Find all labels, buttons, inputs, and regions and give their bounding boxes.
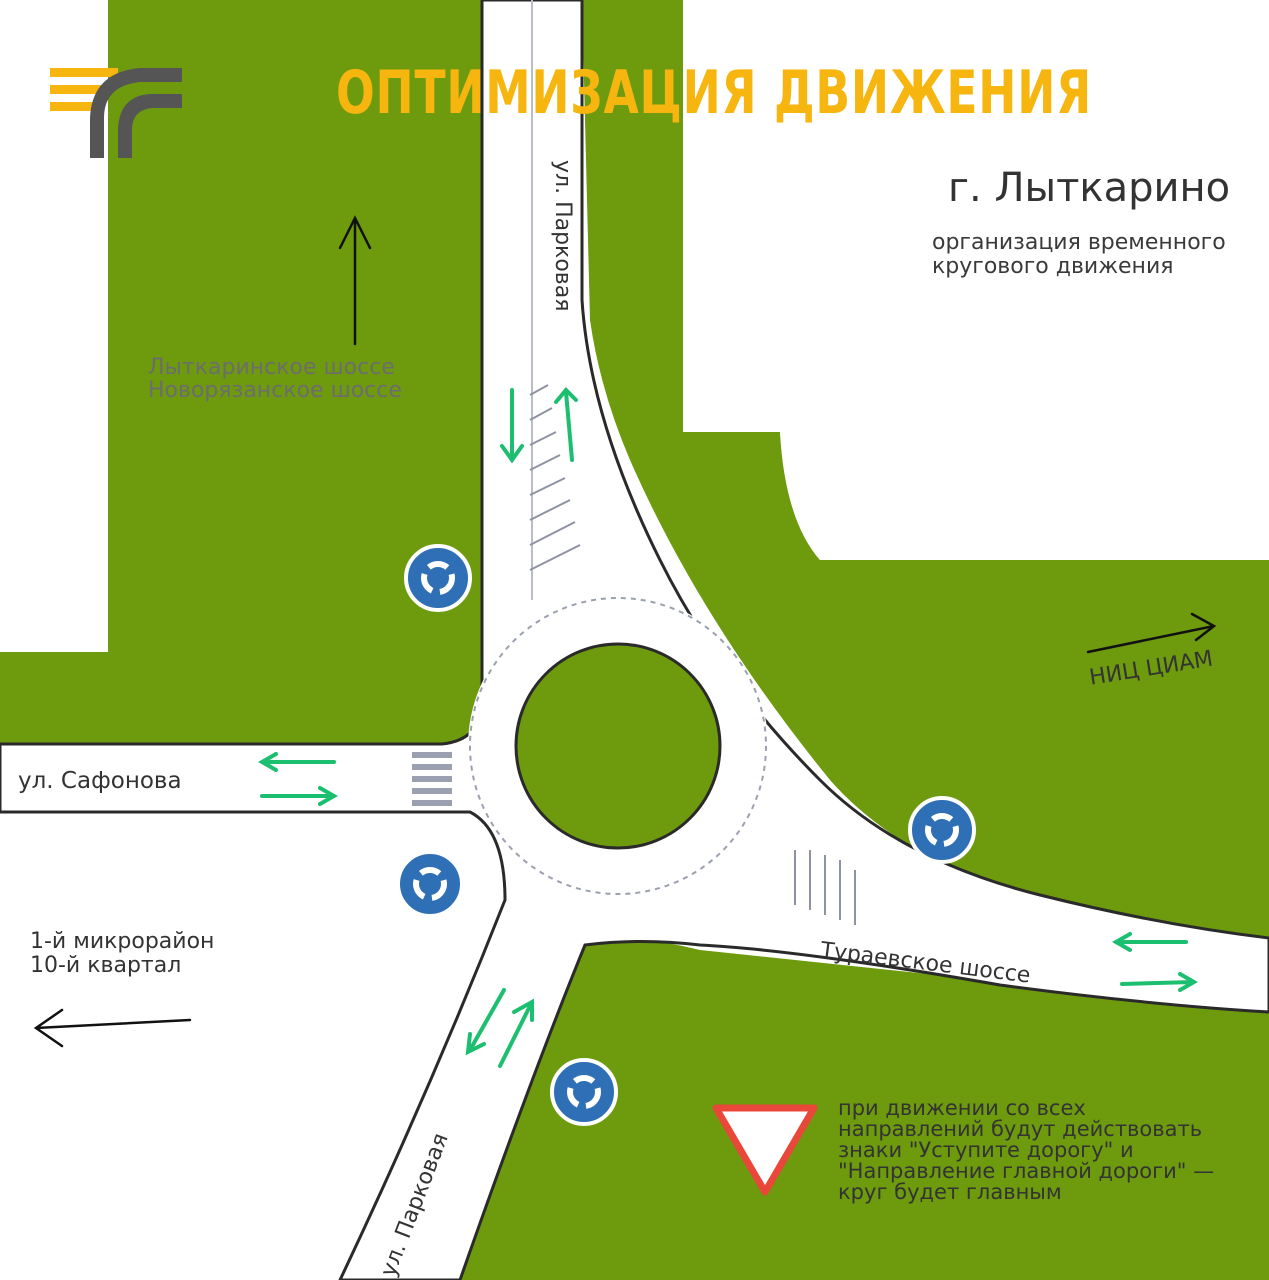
note-line: направлений будут действовать — [838, 1117, 1203, 1141]
destination-line: Новорязанское шоссе — [148, 378, 402, 404]
road-logo-icon — [50, 68, 182, 158]
destination-arrows — [33, 215, 1217, 1048]
roundabout-sign-icon — [396, 850, 464, 918]
yield-sign-icon — [712, 1104, 818, 1196]
note-line: знаки "Уступите дорогу" и — [838, 1138, 1134, 1162]
yield-note: при движении со всех направлений будут д… — [838, 1098, 1258, 1203]
traffic-arrows — [257, 387, 1199, 1068]
crosswalk — [412, 752, 452, 806]
note-line: круг будет главным — [838, 1180, 1062, 1204]
destination-line: Лыткаринское шоссе — [148, 355, 395, 380]
roundabout-sign-icon — [404, 544, 472, 612]
roundabout-sign-icon — [550, 1058, 618, 1126]
destination-line: 1-й микрорайон — [30, 929, 215, 954]
subtitle-line: организация временного — [932, 230, 1226, 255]
roundabout-island — [514, 642, 722, 850]
note-line: "Направление главной дороги" — — [838, 1159, 1215, 1183]
roundabout-sign-icon — [908, 796, 976, 864]
subtitle-line: кругового движения — [932, 254, 1174, 280]
note-line: при движении со всех — [838, 1096, 1086, 1120]
subtitle: организация временного кругового движени… — [932, 230, 1226, 280]
street-label-safonova: ул. Сафонова — [18, 768, 182, 794]
destination-north: Лыткаринское шоссе Новорязанское шоссе — [148, 356, 402, 402]
destination-west: 1-й микрорайон 10-й квартал — [30, 929, 215, 979]
page-title: ОПТИМИЗАЦИЯ ДВИЖЕНИЯ — [336, 58, 1093, 128]
street-label-parkovaya-north: ул. Парковая — [550, 160, 575, 312]
destination-line: 10-й квартал — [30, 953, 182, 979]
hatch-markings — [529, 384, 856, 925]
city-name: г. Лыткарино — [948, 165, 1231, 211]
